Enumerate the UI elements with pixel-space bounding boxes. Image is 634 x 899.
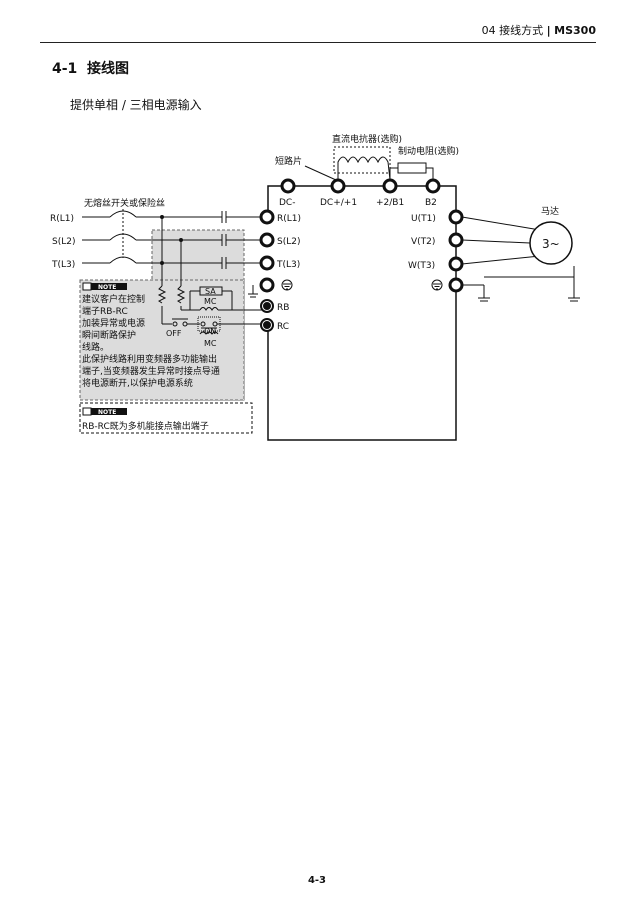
reactor-label: 直流电抗器(选购) (332, 133, 402, 145)
short-bar-arrow (304, 165, 337, 181)
terminal-ground-right (448, 277, 464, 293)
terminal-dc-plus (330, 178, 346, 194)
terminal-label-dc-plus: DC+/+1 (320, 198, 357, 208)
note1-line: 端子,当变频器发生异常时接点导通 (82, 365, 220, 377)
terminal-u (448, 209, 464, 225)
section-name: 接线图 (87, 61, 130, 77)
terminal-label-v: V(T2) (411, 237, 435, 247)
mc-label-coil: MC (204, 297, 217, 306)
note1-line: 建议客户在控制 (82, 293, 145, 305)
protection-circuit (157, 217, 262, 335)
input-label-r: R(L1) (50, 214, 74, 224)
terminal-label-r: R(L1) (277, 214, 301, 224)
terminal-v (448, 232, 464, 248)
terminal-label-t: T(L3) (276, 260, 300, 270)
note2-text: RB-RC既为多机能接点输出端子 (82, 420, 209, 432)
terminal-label-w: W(T3) (408, 261, 435, 271)
drive-enclosure (267, 185, 457, 441)
motor (529, 221, 573, 265)
on-label: ON (204, 327, 216, 336)
terminal-t (259, 255, 275, 271)
chapter-title: 04 接线方式 (481, 24, 544, 37)
terminal-label-b1: +2/B1 (376, 198, 404, 208)
note2-badge (82, 407, 127, 416)
note1-badge (82, 282, 127, 291)
section-title: 4-1 接线图 (52, 58, 129, 78)
motor-wiring (461, 216, 580, 302)
note1-line: 加装异常或电源 (82, 317, 145, 329)
note1-line: 将电源断开,以保护电源系统 (82, 377, 193, 389)
ground-symbol-left (248, 285, 258, 298)
input-label-t: T(L3) (51, 260, 75, 270)
ground-icon (281, 279, 293, 291)
header-rule (40, 42, 596, 43)
left-terminals (259, 209, 275, 293)
terminal-r (259, 209, 275, 225)
section-subtitle: 提供单相 / 三相电源输入 (70, 98, 202, 112)
terminal-s (259, 232, 275, 248)
top-terminals (280, 178, 441, 194)
mc-label-contact: MC (204, 339, 217, 348)
terminal-label-rc: RC (277, 322, 289, 332)
terminal-label-b2: B2 (425, 198, 437, 208)
ground-icon-right (431, 279, 443, 291)
breaker-label: 无熔丝开关或保险丝 (84, 197, 165, 209)
brake-resistor (389, 162, 434, 180)
model-name: MS300 (554, 24, 596, 37)
header-separator: | (546, 24, 551, 37)
header-chapter: 04 接线方式 | MS300 (482, 22, 596, 38)
input-wiring (82, 209, 262, 269)
terminal-label-dc-minus: DC- (279, 198, 295, 208)
section-number: 4-1 (52, 61, 78, 77)
input-label-s: S(L2) (52, 237, 75, 247)
terminal-label-u: U(T1) (411, 214, 436, 224)
brake-resistor-label: 制动电阻(选购) (398, 145, 459, 157)
note1-line: 此保护线路利用变频器多功能输出 (82, 353, 217, 365)
page-number: 4-3 (307, 875, 327, 886)
motor-symbol: 3~ (542, 237, 560, 251)
short-bar-label: 短路片 (275, 155, 302, 167)
terminal-label-rb: RB (277, 303, 289, 313)
note2-badge-text: NOTE (98, 409, 116, 416)
dc-reactor (333, 146, 391, 181)
terminal-label-s: S(L2) (277, 237, 300, 247)
note1-line: 端子RB-RC (82, 305, 128, 317)
note1-line: 线路。 (82, 341, 109, 353)
off-label: OFF (166, 329, 182, 338)
terminal-ground-left (259, 277, 275, 293)
terminal-b2 (425, 178, 441, 194)
terminal-b1 (382, 178, 398, 194)
note1-badge-text: NOTE (98, 284, 116, 291)
terminal-dc-minus (280, 178, 296, 194)
relay-terminals (260, 299, 274, 332)
terminal-w (448, 256, 464, 272)
note1-line: 瞬间断路保护 (82, 329, 136, 341)
sa-label: SA (205, 287, 216, 296)
motor-label: 马达 (541, 205, 559, 217)
